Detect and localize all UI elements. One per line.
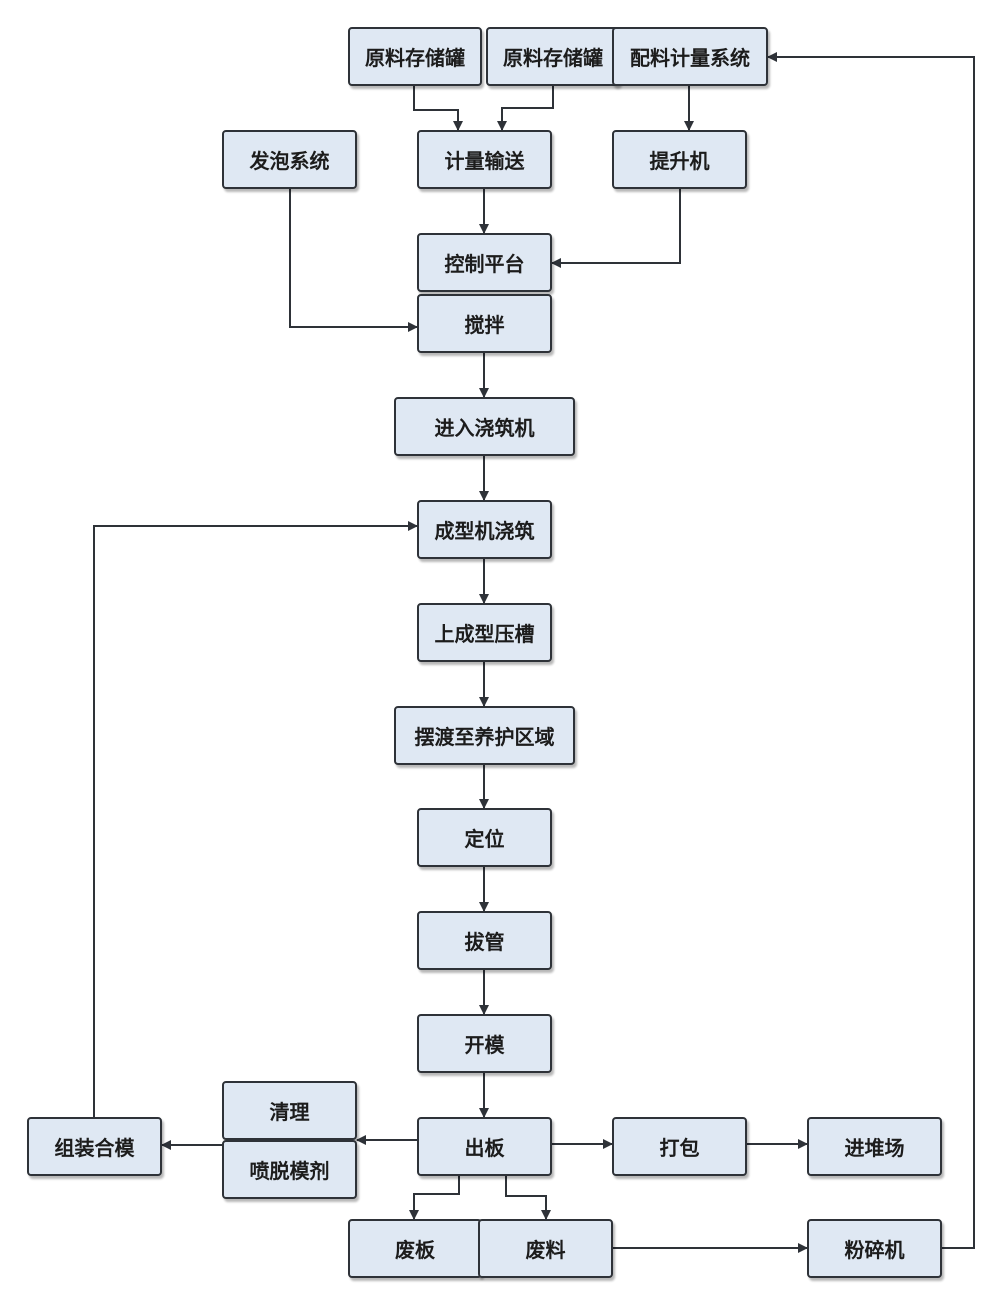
node-raw-material-tank-2: 原料存储罐 [486, 27, 620, 86]
node-positioning: 定位 [417, 808, 552, 867]
edge-tisheng-kongzhi [551, 189, 681, 268]
edge-fensui-peiliao [767, 52, 975, 1249]
node-forming-machine-pouring: 成型机浇筑 [417, 500, 552, 559]
node-mold-opening: 开模 [417, 1014, 552, 1073]
node-raw-material-tank-1: 原料存储罐 [348, 27, 482, 86]
node-upper-forming-grooving: 上成型压槽 [417, 603, 552, 662]
node-packing: 打包 [612, 1117, 747, 1176]
node-mixing: 搅拌 [417, 294, 552, 353]
edge-chuban-feiban [409, 1175, 460, 1220]
node-cleaning: 清理 [222, 1081, 357, 1140]
node-batching-metering-system: 配料计量系统 [612, 27, 768, 86]
edge-zuzhuang-chengxing [93, 521, 418, 1117]
edge-faopao-jiaoban [289, 189, 418, 332]
node-waste-board: 废板 [348, 1219, 482, 1278]
node-enter-pouring-machine: 进入浇筑机 [394, 397, 575, 456]
node-crusher: 粉碎机 [807, 1219, 942, 1278]
edge-yuanliao2-jiliang [497, 86, 554, 131]
node-enter-stockyard: 进堆场 [807, 1117, 942, 1176]
node-ferry-to-curing-area: 摆渡至养护区域 [394, 706, 575, 765]
node-board-output: 出板 [417, 1117, 552, 1176]
node-foaming-system: 发泡系统 [222, 130, 357, 189]
node-waste-material: 废料 [478, 1219, 613, 1278]
node-control-platform: 控制平台 [417, 233, 552, 292]
node-spray-release-agent: 喷脱模剂 [222, 1140, 357, 1199]
edge-yuanliao1-jiliang [413, 86, 463, 131]
node-pipe-extraction: 拔管 [417, 911, 552, 970]
node-elevator: 提升机 [612, 130, 747, 189]
node-assemble-close-mold: 组装合模 [27, 1117, 162, 1176]
edge-chuban-feiliao [505, 1175, 551, 1220]
node-metered-conveying: 计量输送 [417, 130, 552, 189]
